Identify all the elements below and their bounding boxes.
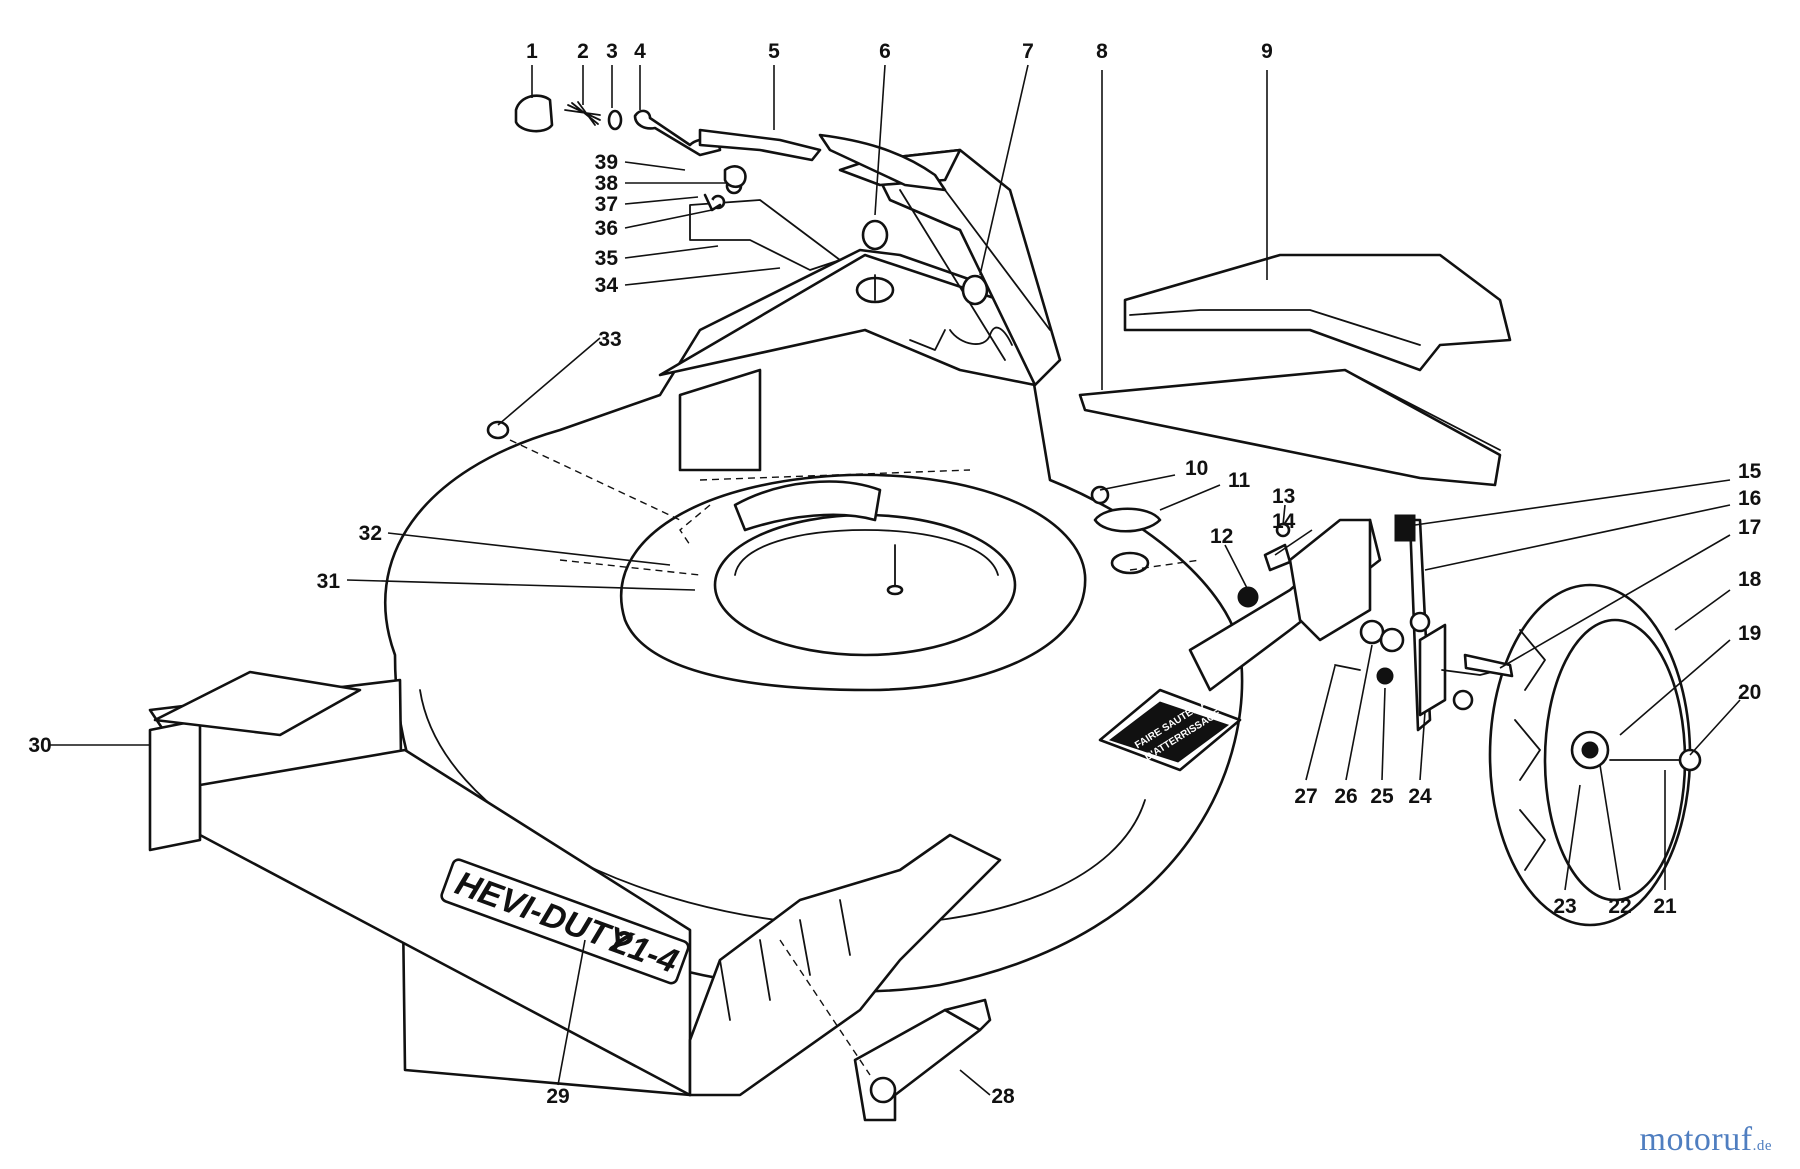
callout-1: 1 — [526, 40, 538, 63]
callout-29: 29 — [546, 1085, 569, 1108]
callout-34: 34 — [595, 274, 619, 297]
callout-32: 32 — [359, 522, 382, 545]
callout-11: 11 — [1228, 469, 1251, 492]
callout-13: 13 — [1272, 485, 1295, 508]
callout-25: 25 — [1370, 785, 1394, 808]
watermark-brand: motoruf — [1639, 1121, 1753, 1158]
callout-6: 6 — [879, 40, 891, 63]
rear-baffle-cover — [1123, 253, 1512, 372]
callout-39: 39 — [595, 151, 618, 174]
callout-12: 12 — [1210, 525, 1233, 548]
watermark-tld: .de — [1752, 1138, 1772, 1154]
callout-37: 37 — [595, 193, 618, 216]
height-adjuster — [1288, 514, 1501, 732]
callout-numbers: 1 2 3 4 5 6 7 8 9 10 11 12 13 14 15 16 1… — [28, 40, 1761, 1108]
callout-14: 14 — [1272, 510, 1296, 533]
callout-33: 33 — [598, 328, 621, 351]
axle-bolt — [1463, 653, 1514, 678]
callout-22: 22 — [1608, 895, 1631, 918]
front-height-bracket — [853, 998, 992, 1122]
callout-8: 8 — [1096, 40, 1108, 63]
fasteners — [486, 420, 1361, 671]
callout-27: 27 — [1294, 785, 1317, 808]
callout-23: 23 — [1553, 895, 1576, 918]
callout-10: 10 — [1185, 457, 1208, 480]
callout-20: 20 — [1738, 681, 1761, 704]
assembly-lines — [509, 439, 1201, 1076]
watermark: motoruf.de — [1640, 1121, 1772, 1159]
rear-wheel — [1488, 583, 1702, 927]
callout-19: 19 — [1738, 622, 1761, 645]
callout-31: 31 — [317, 570, 341, 593]
callout-26: 26 — [1334, 785, 1357, 808]
callout-2: 2 — [577, 40, 589, 63]
callout-35: 35 — [595, 247, 619, 270]
callout-21: 21 — [1653, 895, 1677, 918]
callout-4: 4 — [634, 40, 646, 63]
callout-3: 3 — [606, 40, 618, 63]
callout-18: 18 — [1738, 568, 1762, 591]
callout-5: 5 — [768, 40, 780, 63]
callout-30: 30 — [28, 734, 51, 757]
callout-24: 24 — [1408, 785, 1432, 808]
callout-36: 36 — [595, 217, 618, 240]
handle-parts — [818, 133, 1062, 387]
rear-flap — [1078, 368, 1502, 487]
throttle-assembly — [514, 94, 841, 271]
callout-17: 17 — [1738, 516, 1761, 539]
leader-lines — [50, 64, 1741, 1096]
callout-9: 9 — [1261, 40, 1273, 63]
callout-16: 16 — [1738, 487, 1761, 510]
callout-7: 7 — [1022, 40, 1034, 63]
callout-15: 15 — [1738, 460, 1762, 483]
deck-housing: FAIRE SAUTER AVANT D'ATTERRISSAGE HEVI-D… — [148, 248, 1382, 1097]
callout-38: 38 — [595, 172, 619, 195]
callout-28: 28 — [991, 1085, 1015, 1108]
